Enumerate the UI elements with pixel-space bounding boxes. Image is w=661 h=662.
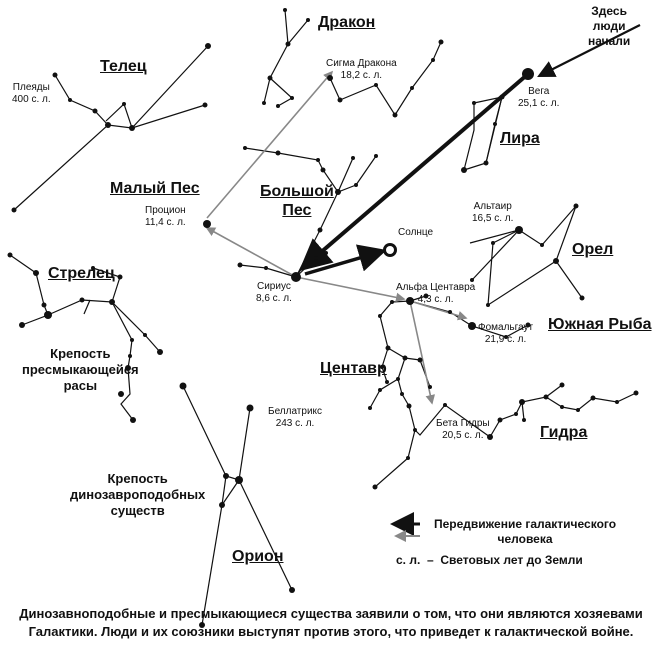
star-label-sun: Солнце	[398, 227, 434, 238]
constellation-draco: Дракон	[318, 14, 376, 31]
legend-abbreviation: с. л. – Световых лет до Земли	[396, 553, 583, 567]
main-journey	[298, 24, 641, 276]
legend-movement: Передвижение галактического человека	[434, 517, 617, 546]
constellation-hydra: Гидра	[540, 424, 588, 441]
constellation-aquila: Орел	[572, 241, 614, 258]
constellation-canis-minor: Малый Пес	[110, 180, 200, 197]
constellation-centaurus: Центавр	[320, 360, 387, 377]
constellation-sagittarius: Стрелец	[48, 265, 115, 282]
dino-fortress-label: Крепость динозавроподобных существ	[70, 471, 206, 518]
reptile-fortress-label: Крепость пресмыкающейся расы	[22, 346, 139, 393]
constellation-taurus: Телец	[100, 58, 147, 75]
constellation-orion: Орион	[232, 548, 284, 565]
travel-paths	[205, 70, 468, 405]
constellation-canis-major: Большой Пес	[260, 183, 334, 219]
constellation-lyra: Лира	[500, 130, 540, 147]
legend-arrow-icons	[390, 512, 420, 542]
stars	[7, 8, 639, 628]
caption: Динозавноподобные и пресмыкающиеся сущес…	[19, 606, 643, 639]
origin-note: Здесь люди начали	[588, 4, 631, 48]
constellation-piscis-austrinus: Южная Рыба	[548, 316, 652, 333]
sun-icon	[383, 243, 397, 257]
